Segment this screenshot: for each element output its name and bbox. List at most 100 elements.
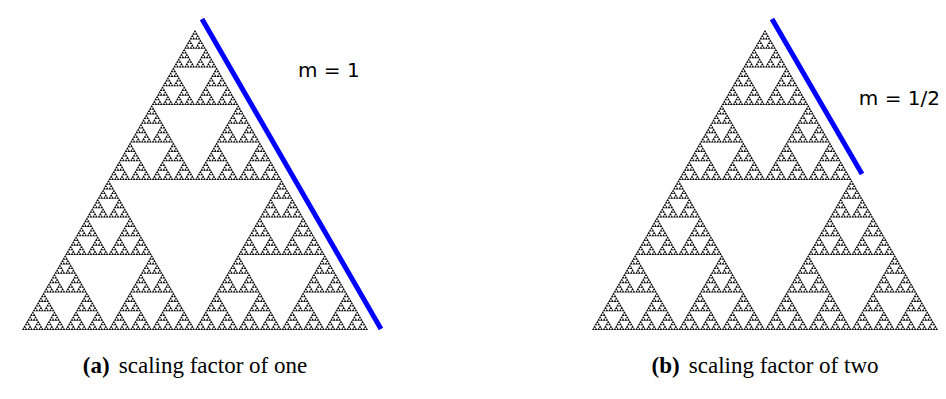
triangle-cell (34, 307, 37, 309)
triangle-cell (79, 281, 82, 283)
triangle-cell (164, 175, 167, 177)
triangle-cell (65, 257, 68, 259)
triangle-cell (222, 318, 225, 320)
triangle-cell (198, 37, 201, 39)
triangle-cell (57, 318, 60, 320)
triangle-cell (238, 178, 241, 180)
triangle-cell (207, 325, 210, 327)
triangle-cell (73, 328, 76, 330)
triangle-cell (250, 232, 253, 234)
triangle-cell (154, 135, 157, 137)
triangle-cell (44, 300, 47, 302)
triangle-cell (206, 84, 209, 86)
triangle-cell (246, 126, 249, 128)
triangle-cell (198, 328, 201, 330)
triangle-cell (165, 131, 168, 133)
triangle-cell (173, 159, 176, 161)
triangle-cell (96, 236, 99, 238)
triangle-cell (179, 173, 182, 175)
triangle-cell (196, 325, 199, 327)
triangle-cell (163, 309, 166, 311)
triangle-cell (171, 140, 174, 142)
triangle-cell (148, 250, 151, 252)
triangle-cell (287, 253, 290, 255)
triangle-cell (296, 227, 299, 229)
triangle-cell (252, 243, 255, 245)
triangle-cell (210, 171, 213, 173)
triangle-cell (142, 316, 145, 318)
triangle-cell (272, 241, 275, 243)
triangle-cell (95, 234, 98, 236)
triangle-cell (240, 175, 243, 177)
triangle-cell (257, 300, 260, 302)
triangle-cell (184, 318, 187, 320)
triangle-cell (103, 328, 106, 330)
triangle-cell (218, 138, 221, 140)
triangle-cell (52, 309, 55, 311)
triangle-cell (244, 271, 247, 273)
triangle-cell (326, 269, 329, 271)
triangle-cell (257, 290, 260, 292)
triangle-cell (134, 246, 137, 248)
triangle-cell (290, 243, 293, 245)
triangle-cell (303, 253, 306, 255)
triangle-cell (288, 213, 291, 215)
triangle-cell (106, 253, 109, 255)
triangle-cell (176, 150, 179, 152)
triangle-cell (92, 234, 95, 236)
triangle-cell (137, 241, 140, 243)
triangle-cell (121, 203, 124, 205)
triangle-cell (168, 140, 171, 142)
triangle-cell (144, 117, 147, 119)
triangle-cell (265, 159, 268, 161)
triangle-cell (163, 168, 166, 170)
triangle-cell (282, 182, 285, 184)
triangle-cell (275, 321, 278, 323)
triangle-cell (287, 192, 290, 194)
triangle-cell (264, 208, 267, 210)
triangle-cell (196, 175, 199, 177)
triangle-cell (159, 288, 162, 290)
triangle-cell (165, 140, 168, 142)
triangle-cell (165, 281, 168, 283)
triangle-cell (137, 278, 140, 280)
triangle-cell (267, 307, 270, 309)
triangle-cell (92, 206, 95, 208)
triangle-cell (109, 215, 112, 217)
triangle-cell (198, 103, 201, 105)
triangle-cell (65, 328, 68, 330)
triangle-cell (269, 161, 272, 163)
triangle-cell (38, 323, 41, 325)
triangle-cell (310, 250, 313, 252)
triangle-cell (231, 283, 234, 285)
triangle-cell (80, 246, 83, 248)
triangle-cell (131, 288, 134, 290)
triangle-cell (149, 140, 152, 142)
triangle-cell (111, 215, 114, 217)
triangle-cell (254, 229, 257, 231)
triangle-cell (168, 304, 171, 306)
triangle-cell (180, 100, 183, 102)
triangle-cell (222, 140, 225, 142)
triangle-cell (60, 285, 63, 287)
triangle-cell (263, 215, 266, 217)
triangle-cell (81, 328, 84, 330)
triangle-cell (227, 276, 230, 278)
triangle-cell (222, 328, 225, 330)
triangle-cell (38, 304, 41, 306)
triangle-cell (307, 283, 310, 285)
triangle-cell (260, 309, 263, 311)
triangle-cell (264, 227, 267, 229)
triangle-cell (268, 215, 271, 217)
triangle-cell (286, 189, 289, 191)
triangle-cell (169, 297, 172, 299)
triangle-cell (133, 173, 136, 175)
triangle-cell (294, 203, 297, 205)
triangle-cell (327, 267, 330, 269)
triangle-cell (264, 302, 267, 304)
triangle-cell (180, 166, 183, 168)
triangle-cell (177, 77, 180, 79)
triangle-cell (133, 304, 136, 306)
triangle-cell (272, 250, 275, 252)
triangle-cell (65, 253, 68, 255)
